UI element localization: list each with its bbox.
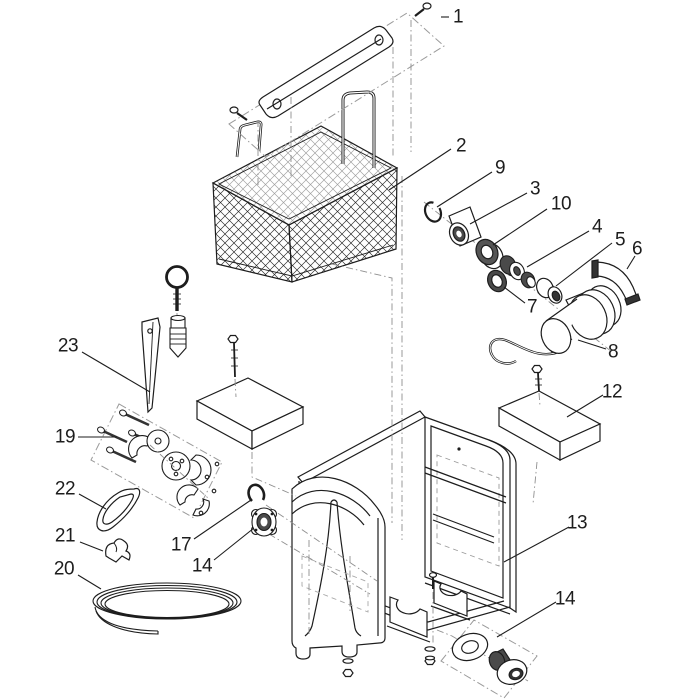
leader-line-17 [193,499,252,540]
flange-nut-14-middle [250,507,278,537]
leader-line-8 [577,339,607,350]
inlet-socket-3 [448,206,482,247]
leader-line-2 [388,148,452,191]
leader-line-4 [526,230,590,268]
cap-nut-7 [487,269,507,293]
clamp-kit-19 [90,403,223,519]
leader-line-5 [555,242,613,287]
o-ring-9 [423,201,443,223]
ground-stake-23 [141,317,161,414]
eye-bolt [165,265,189,311]
leader-line-13 [503,526,570,563]
strap-22 [96,487,141,532]
mesh-basket [211,90,399,283]
leader-line-23 [81,351,151,393]
outlet-fitting-14-bottom [440,619,538,699]
leader-line-9 [436,171,493,208]
retaining-clip-17 [247,483,266,502]
elbow-hose-guard-6 [591,259,641,306]
foam-block-right [497,364,602,462]
leader-line-7 [503,286,526,304]
hose-coil-20 [92,582,242,635]
leader-line-10 [492,208,548,246]
leader-line-14a [213,527,255,561]
housing-body [297,410,517,678]
alignment-lines [176,20,613,682]
wall-anchor [169,314,187,358]
leader-line-20 [77,574,102,590]
leader-lines [77,16,636,638]
leader-line-22 [78,493,107,510]
ring-nut-10 [475,238,504,270]
leader-line-14b [496,601,557,638]
leader-line-3 [469,192,528,225]
front-panel [291,476,386,660]
leader-line-6 [626,255,636,270]
connector-5 [536,277,563,304]
leader-line-21 [79,541,104,552]
cable-clip-21 [105,538,131,563]
leader-line-12 [566,394,604,418]
pump-8 [488,285,622,365]
adapter-4 [499,255,536,289]
foam-block-left [195,334,305,451]
cover-assembly [228,2,445,158]
